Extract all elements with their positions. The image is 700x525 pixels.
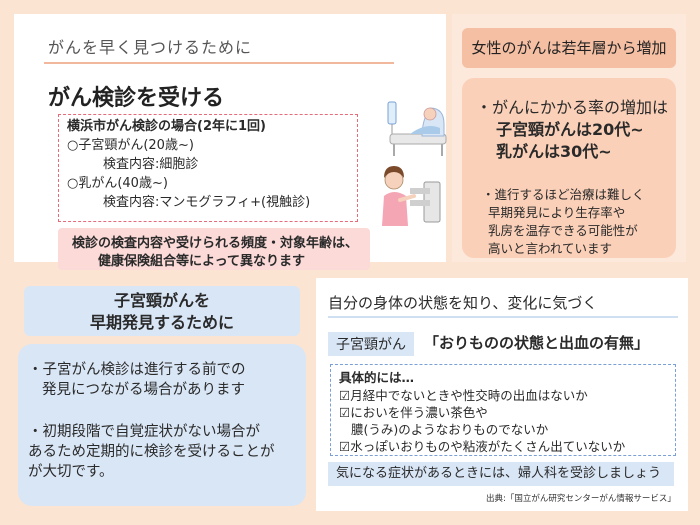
incidence-line: 乳がんは30代~: [496, 142, 612, 161]
incidence-line: 子宮頸がんは20代~: [496, 120, 644, 139]
title-line: 早期発見するために: [89, 313, 234, 332]
note-line: 検診の検査内容や受けられる頻度・対象年齢は、: [72, 236, 359, 251]
patient-bed-icon: [387, 101, 447, 156]
divider: [44, 62, 394, 64]
mammography-icon: [382, 166, 441, 226]
advice-line: 発見につながる場合があります: [42, 382, 245, 398]
divider: [328, 316, 678, 318]
detail-line: 高いと言われています: [488, 241, 613, 256]
screening-line: ○子宮頸がん(20歳~): [67, 138, 194, 153]
detail-line: 早期発見により生存率や: [488, 205, 626, 220]
checklist-line: ☑においを伴う濃い茶色や: [339, 405, 488, 420]
advice-line: ・子宮がん検診は進行する前での: [28, 362, 246, 378]
screening-line: 横浜市がん検診の場合(2年に1回): [67, 119, 266, 134]
checklist-line: ☑水っぽいおりものや粘液がたくさん出ていないか: [339, 439, 626, 454]
panel-title: 自分の身体の状態を知り、変化に気づく: [328, 294, 598, 312]
panel-title: 女性のがんは若年層から増加: [462, 28, 676, 68]
screening-illustration: [382, 101, 447, 226]
early-detection-panel: 子宮頸がんを 早期発見するために ・子宮がん検診は進行する前での 発見につながる…: [14, 278, 310, 511]
screening-line: ○乳がん(40歳~): [67, 176, 168, 191]
detail-line: ・進行するほど治療は難しく: [482, 187, 645, 202]
symptom-checklist: 具体的には… ☑月経中でないときや性交時の出血はないか ☑においを伴う濃い茶色や…: [330, 364, 676, 456]
detail-line: 乳房を温存できる可能性が: [488, 223, 638, 238]
screening-details-box: 横浜市がん検診の場合(2年に1回) ○子宮頸がん(20歳~) 検査内容:細胞診 …: [58, 114, 358, 222]
checklist-line: 膿(うみ)のようなおりものでないか: [351, 422, 549, 437]
advice-line: あるため定期的に検診を受けることが: [28, 444, 275, 460]
headline: がん検診を受ける: [48, 86, 225, 111]
incidence-line: ・がんにかかる率の増加は: [476, 98, 669, 117]
checklist-line: ☑月経中でないときや性交時の出血はないか: [339, 388, 588, 403]
advice-line: が大切です。: [28, 464, 114, 480]
self-awareness-panel: 自分の身体の状態を知り、変化に気づく 子宮頸がん 「おりものの状態と出血の有無」…: [316, 278, 688, 511]
symptom-headline: 「おりものの状態と出血の有無」: [424, 334, 650, 352]
consult-footer: 気になる症状があるときには、婦人科を受診しましょう: [328, 462, 674, 486]
title-line: 子宮頸がんを: [113, 291, 210, 310]
young-women-cancer-panel: 女性のがんは若年層から増加 ・がんにかかる率の増加は 子宮頸がんは20代~ 乳が…: [452, 14, 686, 262]
early-detection-card: ・子宮がん検診は進行する前での 発見につながる場合があります ・初期段階で自覚症…: [18, 344, 306, 506]
screening-line: 検査内容:マンモグラフィ+(視触診): [103, 195, 311, 210]
advice-line: ・初期段階で自覚症状がない場合が: [28, 424, 260, 440]
incidence-card: ・がんにかかる率の増加は 子宮頸がんは20代~ 乳がんは30代~ ・進行するほど…: [462, 78, 676, 258]
panel-title: 子宮頸がんを 早期発見するために: [24, 286, 300, 336]
screening-line: 検査内容:細胞診: [103, 157, 199, 172]
note-box: 検診の検査内容や受けられる頻度・対象年齢は、 健康保険組合等によって異なります: [58, 228, 370, 270]
source-citation: 出典:「国立がん研究センターがん情報サービス」: [486, 494, 676, 504]
section-kicker: がんを早く見つけるために: [48, 38, 253, 57]
note-line: 健康保険組合等によって異なります: [98, 254, 305, 269]
cancer-screening-panel: がんを早く見つけるために がん検診を受ける 横浜市がん検診の場合(2年に1回) …: [14, 14, 447, 270]
cancer-type-badge: 子宮頸がん: [328, 332, 414, 356]
checklist-line: 具体的には…: [339, 370, 415, 385]
